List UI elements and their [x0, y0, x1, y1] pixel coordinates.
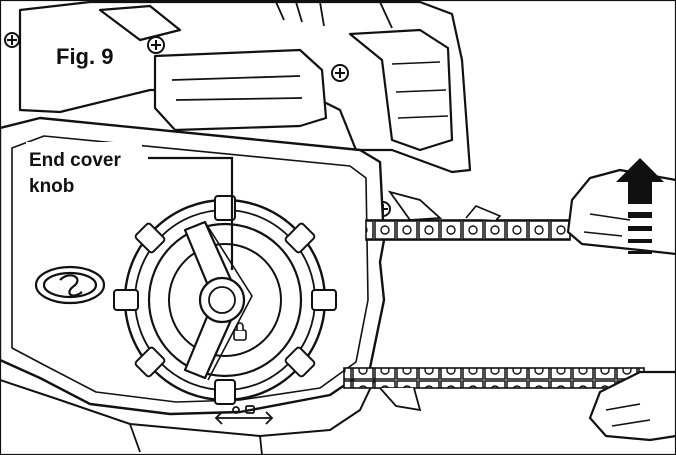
swirl-logo-icon [34, 265, 106, 305]
padlock-icon [233, 322, 247, 341]
hand-lower [588, 370, 676, 442]
saw-chain-upper [365, 190, 571, 241]
saw-chain-lower [343, 367, 645, 412]
figure-label: Fig. 9 [56, 44, 113, 69]
arrow-up-icon [616, 158, 664, 254]
callout-end-cover-line2: knob [29, 176, 74, 197]
end-cover-knob[interactable] [113, 195, 337, 405]
callout-background [26, 142, 142, 196]
figure-label-background [52, 40, 134, 72]
callout-leader-line [148, 156, 234, 270]
callout-end-cover-line1: End cover [29, 150, 121, 171]
bidirectional-arrow-icon [214, 405, 274, 425]
